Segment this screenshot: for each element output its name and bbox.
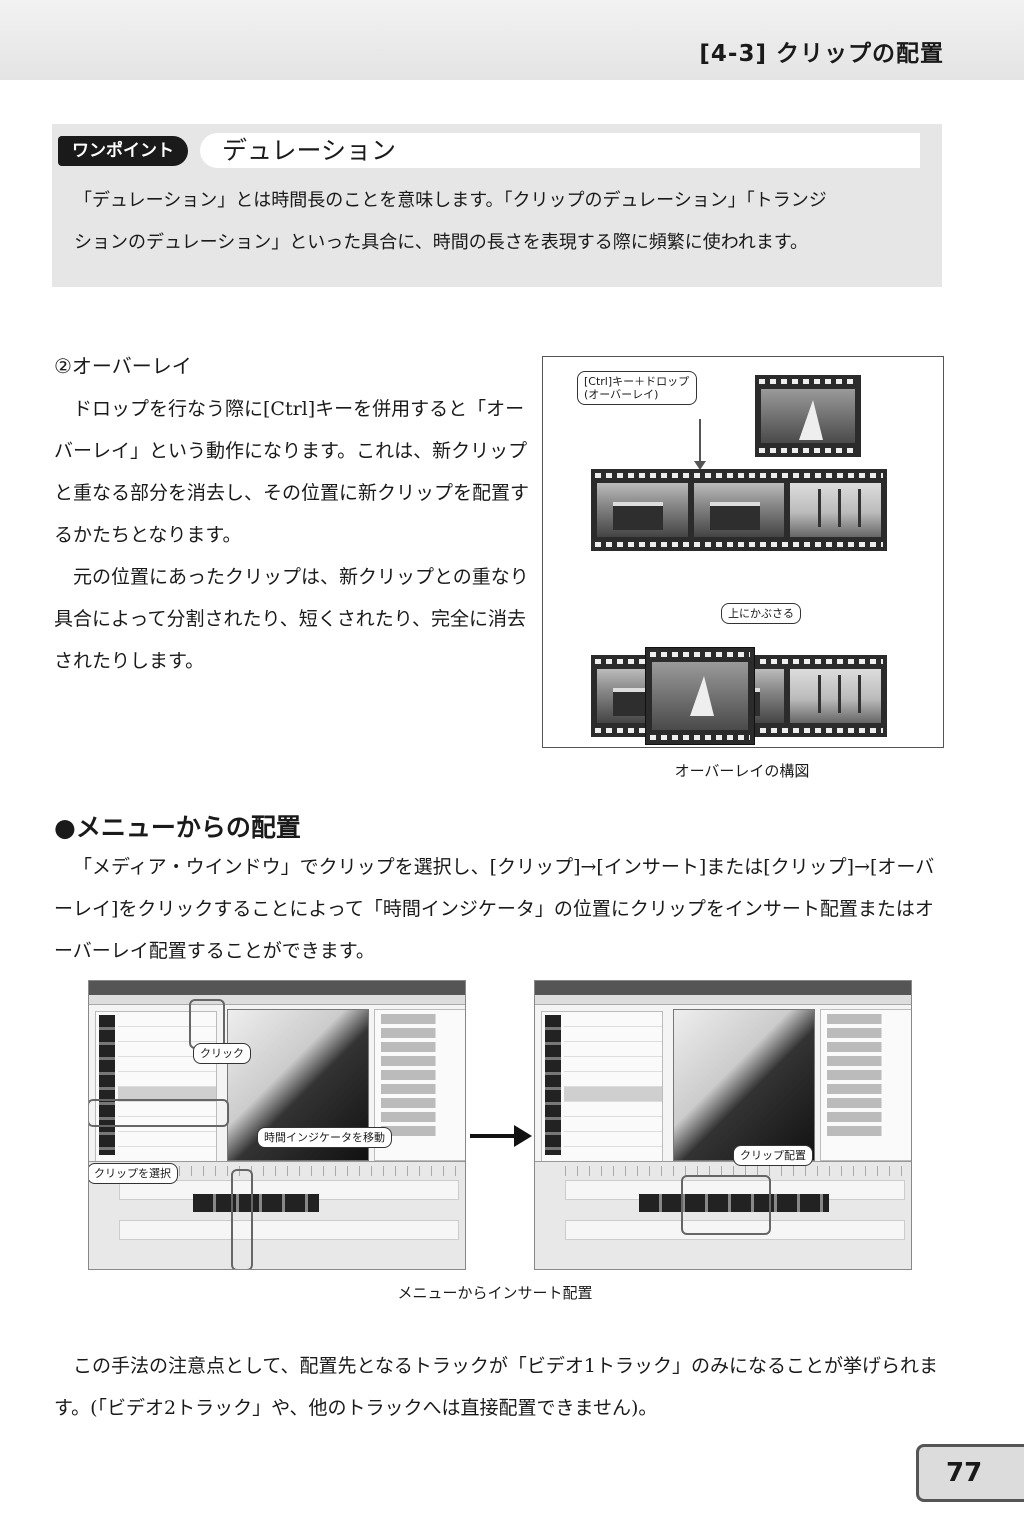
- original-film: [591, 469, 887, 551]
- move-indicator-label: 時間インジケータを移動: [257, 1127, 392, 1148]
- note-paragraph: この手法の注意点として、配置先となるトラックが「ビデオ1トラック」のみになること…: [54, 1355, 939, 1419]
- onepoint-line-2: ションのデュレーション」といった具合に、時間の長さを表現する際に頻繁に使われます…: [74, 232, 809, 253]
- timeline-ruler: [119, 1166, 459, 1176]
- screenshot-before: クリック 時間インジケータを移動 クリップを選択: [88, 980, 466, 1270]
- tram-frame-1: [597, 483, 688, 537]
- arrow-icon: [514, 1125, 532, 1147]
- screenshot-after: クリップ配置: [534, 980, 912, 1270]
- overlaid-clip-film: [645, 647, 755, 745]
- time-indicator-highlight: [231, 1169, 253, 1269]
- video-track-2b: [565, 1220, 905, 1240]
- timeline-2: [535, 1161, 911, 1269]
- menu-highlight: [189, 999, 225, 1049]
- video-track-2: [119, 1220, 459, 1240]
- menu-body: 「メディア・ウインドウ」でクリップを選択し、[クリップ]→[インサート]または[…: [54, 846, 944, 972]
- tram-frame-2: [693, 483, 785, 537]
- harbor-frame-2: [790, 669, 882, 723]
- app-menubar-2: [535, 995, 911, 1005]
- select-clip-label: クリップを選択: [89, 1163, 178, 1184]
- onepoint-titlebar: [200, 133, 920, 168]
- menu-paragraph: 「メディア・ウインドウ」でクリップを選択し、[クリップ]→[インサート]または[…: [54, 856, 935, 962]
- drop-arrow-line: [699, 419, 701, 465]
- new-clip-film: [755, 375, 861, 457]
- overlay-body: ドロップを行なう際に[Ctrl]キーを併用すると「オーバーレイ」という動作になり…: [54, 388, 530, 682]
- preview-window-2: [673, 1009, 815, 1161]
- page-number: 77: [946, 1458, 983, 1488]
- overlaid-sail-frame: [652, 662, 748, 730]
- onepoint-title: デュレーション: [222, 136, 397, 165]
- timeline-ruler-2: [565, 1166, 905, 1176]
- harbor-frame: [790, 483, 882, 537]
- media-window-2: [541, 1011, 663, 1163]
- app-menubar: [89, 995, 465, 1005]
- timeline-clips-2: [639, 1194, 829, 1212]
- arrow-shaft: [470, 1134, 518, 1138]
- property-panel-2: [820, 1009, 911, 1161]
- onepoint-text: 「デュレーション」とは時間長のことを意味します。「クリップのデュレーション」「ト…: [74, 180, 934, 264]
- cover-bubble: 上にかぶさる: [721, 603, 801, 624]
- menu-caption: メニューからインサート配置: [397, 1284, 593, 1302]
- media-window: [95, 1011, 217, 1163]
- clip-placed-label: クリップ配置: [733, 1145, 813, 1166]
- overlay-paragraph-2: 元の位置にあったクリップは、新クリップとの重なり具合によって分割されたり、短くさ…: [54, 566, 529, 672]
- media-thumbnails-2: [545, 1015, 561, 1155]
- overlay-paragraph-1: ドロップを行なう際に[Ctrl]キーを併用すると「オーバーレイ」という動作になり…: [54, 398, 530, 546]
- chapter-title: [4-3] クリップの配置: [699, 41, 944, 67]
- page-number-box: [916, 1444, 1024, 1502]
- menu-heading: ●メニューからの配置: [54, 813, 301, 842]
- note-body: この手法の注意点として、配置先となるトラックが「ビデオ1トラック」のみになること…: [54, 1345, 944, 1429]
- overlay-heading: ②オーバーレイ: [54, 354, 192, 378]
- timeline-clips: [193, 1194, 319, 1212]
- overlay-figure: [Ctrl]キー＋ドロップ (オーバーレイ) 上にかぶさる: [542, 356, 944, 748]
- ctrl-drop-bubble: [Ctrl]キー＋ドロップ (オーバーレイ): [577, 371, 697, 405]
- overlay-caption: オーバーレイの構図: [674, 762, 810, 780]
- media-thumbnails: [99, 1015, 115, 1155]
- clip-selection-highlight: [89, 1099, 229, 1127]
- placed-clip-highlight: [681, 1175, 771, 1235]
- onepoint-line-1: 「デュレーション」とは時間長のことを意味します。「クリップのデュレーション」「ト…: [74, 190, 827, 211]
- click-label: クリック: [193, 1043, 251, 1064]
- onepoint-tag: ワンポイント: [58, 136, 188, 166]
- page-header: [0, 0, 1024, 80]
- app-titlebar: [89, 981, 465, 995]
- app-titlebar-2: [535, 981, 911, 995]
- drop-arrow-head: [694, 461, 706, 470]
- sail-frame: [761, 389, 855, 443]
